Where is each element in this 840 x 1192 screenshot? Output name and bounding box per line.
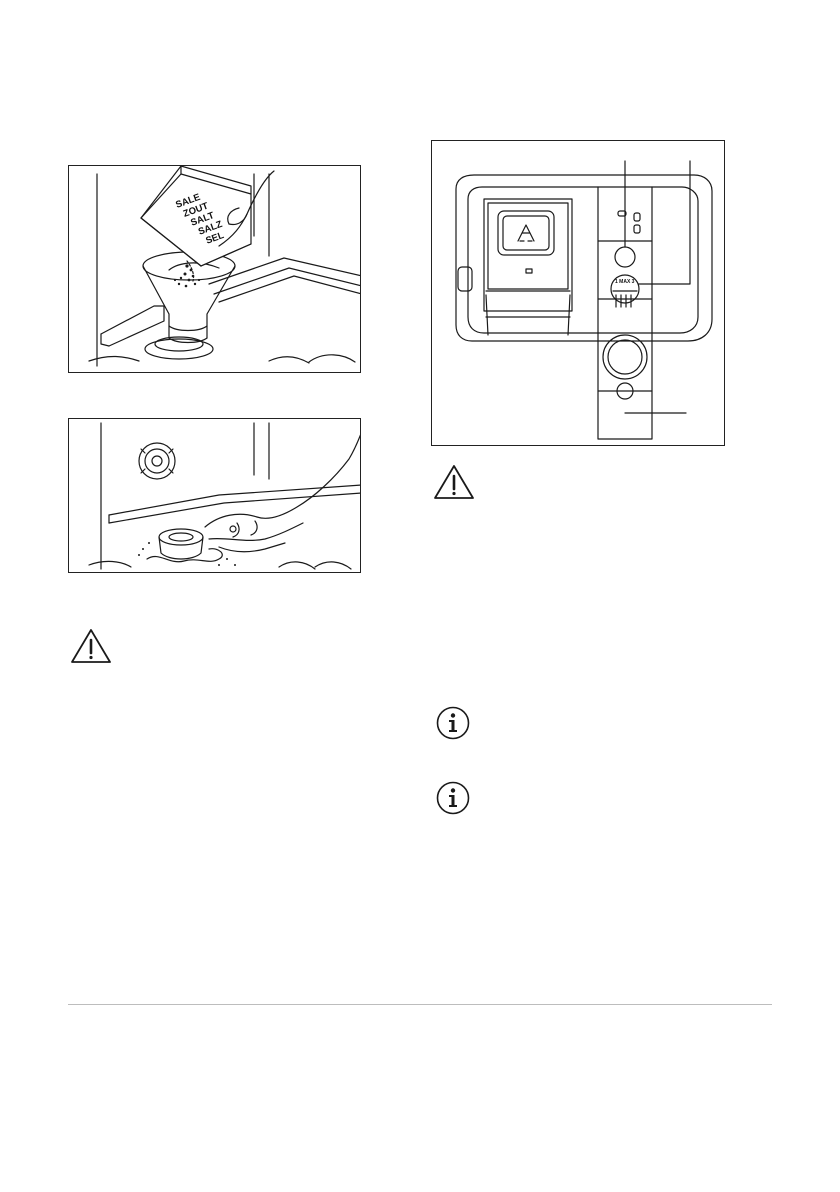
- wipe-salt-illustration: [69, 419, 361, 573]
- dial-label: 1 MAX 3: [615, 279, 635, 285]
- salt-pouring-illustration: SALE ZOUT SALT SALZ SEL: [69, 166, 361, 373]
- warning-triangle-icon: [70, 628, 112, 664]
- figure-dispenser: 1 MAX 3: [431, 140, 725, 446]
- dispenser-illustration: 1 MAX 3: [432, 141, 725, 446]
- info-circle-icon: [436, 706, 470, 740]
- info-circle-icon: [436, 781, 470, 815]
- footer-divider: [68, 1004, 772, 1005]
- figure-salt-pouring: SALE ZOUT SALT SALZ SEL: [68, 165, 361, 373]
- warning-triangle-icon: [433, 464, 475, 500]
- figure-wipe-salt: [68, 418, 361, 573]
